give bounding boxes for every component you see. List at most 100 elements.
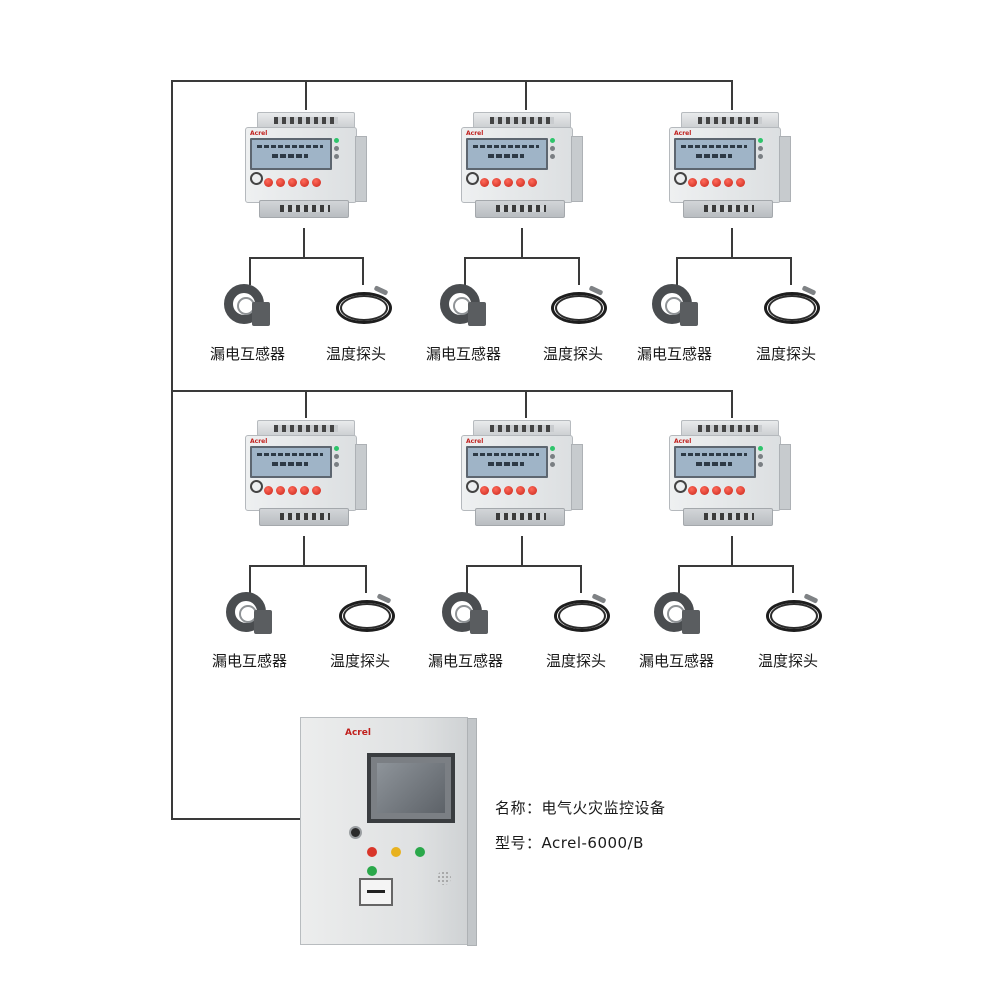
branch-wire bbox=[466, 565, 582, 567]
bus-top-row2 bbox=[171, 390, 732, 392]
model-value: Acrel-6000/B bbox=[541, 834, 644, 852]
temperature-probe-icon bbox=[337, 593, 397, 636]
probe-label: 温度探头 bbox=[756, 345, 817, 363]
drop-wire bbox=[305, 80, 307, 110]
module-brand: Acrel bbox=[466, 438, 484, 445]
branch-wire bbox=[249, 257, 364, 259]
probe-label: 温度探头 bbox=[330, 652, 391, 670]
module-body: Acrel bbox=[461, 127, 573, 203]
leakage-ct-icon bbox=[226, 592, 274, 638]
module-lcd bbox=[674, 138, 756, 170]
detector-module: Acrel bbox=[461, 112, 583, 218]
bus-top-row1 bbox=[171, 80, 732, 82]
module-keys bbox=[688, 480, 758, 495]
drop-wire bbox=[305, 390, 307, 418]
printer-icon bbox=[359, 878, 393, 906]
cabinet-screen bbox=[367, 753, 455, 823]
drop-wire bbox=[525, 80, 527, 110]
branch-wire bbox=[580, 565, 582, 593]
ct-label: 漏电互感器 bbox=[426, 345, 502, 363]
temperature-probe-icon bbox=[764, 593, 824, 636]
module-leds bbox=[550, 446, 556, 474]
name-label: 名称： bbox=[495, 799, 542, 817]
leakage-ct-icon bbox=[224, 284, 272, 330]
module-keys bbox=[264, 480, 334, 495]
cert-icon bbox=[250, 480, 263, 493]
branch-wire bbox=[464, 257, 466, 285]
branch-wire bbox=[464, 257, 580, 259]
ct-label: 漏电互感器 bbox=[637, 345, 713, 363]
detector-module: Acrel bbox=[461, 420, 583, 526]
branch-wire bbox=[678, 565, 680, 593]
module-leds bbox=[758, 138, 764, 166]
branch-wire bbox=[676, 257, 792, 259]
module-brand: Acrel bbox=[674, 438, 692, 445]
yellow-button-icon bbox=[391, 847, 402, 857]
module-leds bbox=[334, 138, 340, 166]
branch-wire bbox=[792, 565, 794, 593]
name-value: 电气火灾监控设备 bbox=[541, 799, 666, 817]
cert-icon bbox=[674, 480, 687, 493]
module-body: Acrel bbox=[245, 435, 357, 511]
leakage-ct-icon bbox=[654, 592, 702, 638]
branch-wire bbox=[731, 536, 733, 566]
ct-label: 漏电互感器 bbox=[428, 652, 504, 670]
branch-wire bbox=[521, 536, 523, 566]
lock-icon bbox=[349, 826, 362, 839]
module-brand: Acrel bbox=[674, 130, 692, 137]
cabinet-brand: Acrel bbox=[345, 728, 371, 738]
module-bottom-terminal bbox=[259, 508, 349, 526]
probe-label: 温度探头 bbox=[326, 345, 387, 363]
branch-wire bbox=[249, 565, 251, 593]
cert-icon bbox=[466, 480, 479, 493]
module-lcd bbox=[250, 138, 332, 170]
module-keys bbox=[480, 172, 550, 187]
branch-wire bbox=[303, 536, 305, 566]
module-brand: Acrel bbox=[466, 130, 484, 137]
drop-wire bbox=[525, 390, 527, 418]
drop-wire bbox=[731, 390, 733, 418]
branch-wire bbox=[362, 257, 364, 285]
bus-left-vertical bbox=[171, 80, 173, 820]
green-button-icon bbox=[415, 847, 426, 857]
module-bottom-terminal bbox=[475, 200, 565, 218]
ct-label: 漏电互感器 bbox=[212, 652, 288, 670]
bus-to-cabinet bbox=[171, 818, 301, 820]
module-lcd bbox=[466, 138, 548, 170]
module-bottom-terminal bbox=[475, 508, 565, 526]
temperature-probe-icon bbox=[334, 285, 394, 328]
branch-wire bbox=[249, 565, 367, 567]
branch-wire bbox=[790, 257, 792, 285]
module-bottom-terminal bbox=[259, 200, 349, 218]
detector-module: Acrel bbox=[245, 420, 367, 526]
branch-wire bbox=[365, 565, 367, 593]
module-body: Acrel bbox=[669, 435, 781, 511]
leakage-ct-icon bbox=[442, 592, 490, 638]
ct-label: 漏电互感器 bbox=[639, 652, 715, 670]
branch-wire bbox=[731, 228, 733, 258]
module-bottom-terminal bbox=[683, 508, 773, 526]
module-keys bbox=[480, 480, 550, 495]
branch-wire bbox=[249, 257, 251, 285]
module-leds bbox=[334, 446, 340, 474]
temperature-probe-icon bbox=[762, 285, 822, 328]
module-body: Acrel bbox=[669, 127, 781, 203]
branch-wire bbox=[678, 565, 794, 567]
device-model: 型号：Acrel-6000/B bbox=[495, 832, 644, 853]
detector-module: Acrel bbox=[245, 112, 367, 218]
drop-wire bbox=[731, 80, 733, 110]
module-lcd bbox=[674, 446, 756, 478]
device-name: 名称：电气火灾监控设备 bbox=[495, 797, 666, 818]
module-lcd bbox=[466, 446, 548, 478]
model-label: 型号： bbox=[495, 834, 542, 852]
branch-wire bbox=[578, 257, 580, 285]
probe-label: 温度探头 bbox=[758, 652, 819, 670]
temperature-probe-icon bbox=[552, 593, 612, 636]
cabinet-buttons bbox=[367, 842, 457, 876]
speaker-icon bbox=[437, 871, 451, 885]
detector-module: Acrel bbox=[669, 420, 791, 526]
temperature-probe-icon bbox=[549, 285, 609, 328]
probe-label: 温度探头 bbox=[543, 345, 604, 363]
detector-module: Acrel bbox=[669, 112, 791, 218]
